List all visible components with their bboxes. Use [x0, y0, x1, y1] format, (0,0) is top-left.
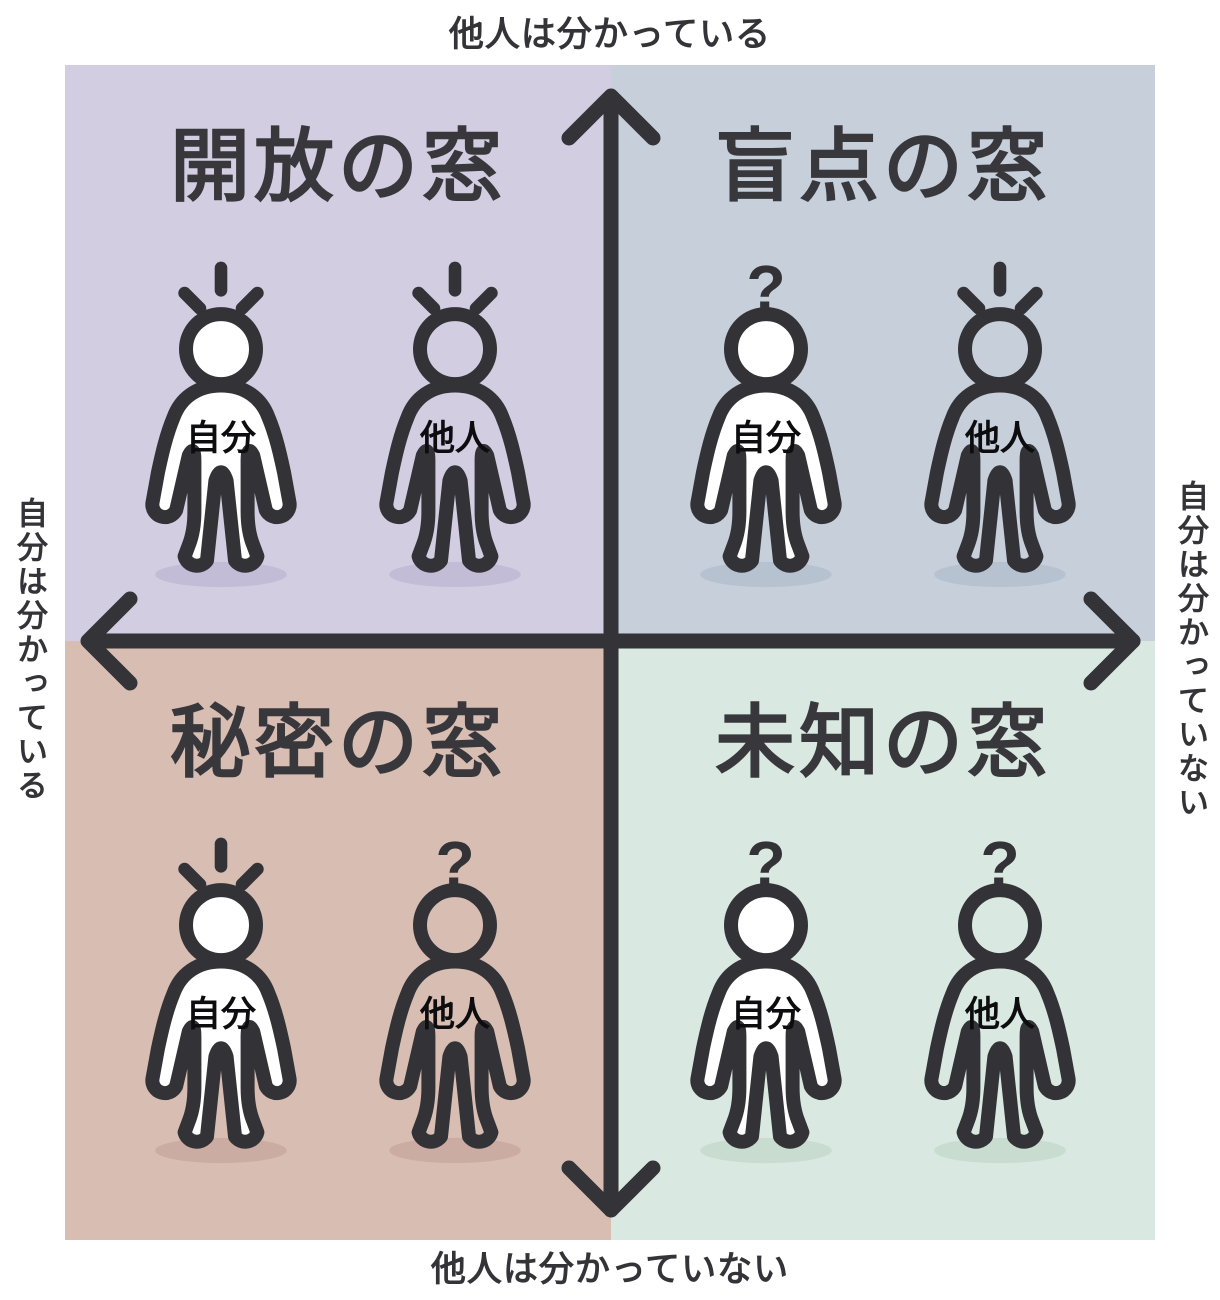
figure-row: ? 自分 ? — [123, 261, 553, 590]
axis-label-top: 他人は分かっている — [448, 15, 772, 54]
awareness-mark-icon — [957, 261, 1043, 315]
figure-shadow — [700, 1137, 832, 1164]
person-body — [690, 378, 842, 573]
person-body — [145, 378, 297, 573]
figure-shadow — [934, 1137, 1066, 1164]
figure-shadow — [700, 561, 832, 588]
awareness-mark-icon — [178, 837, 264, 891]
person-self-blind: ? 自分 — [668, 252, 864, 590]
person-body — [379, 954, 531, 1149]
person-body — [924, 954, 1076, 1149]
person-icon: ? 自分 — [690, 252, 842, 588]
person-head — [724, 883, 808, 968]
person-icon: ? 他人 — [379, 828, 531, 1164]
figure-label: 他人 — [419, 419, 491, 458]
figure-label: 自分 — [731, 419, 802, 458]
person-icon: ? 自分 — [690, 828, 842, 1164]
quadrant-blind: 盲点の窓 ? 自分 — [611, 65, 1155, 641]
person-body — [924, 378, 1076, 573]
person-self-hidden: ? 自分 — [123, 837, 319, 1166]
quadrant-title-unknown: 未知の窓 — [715, 698, 1051, 787]
person-self-open: ? 自分 — [123, 261, 319, 590]
person-body — [145, 954, 297, 1149]
figure-shadow — [155, 561, 287, 588]
person-body — [379, 378, 531, 573]
person-head — [958, 307, 1042, 392]
awareness-mark-icon — [178, 261, 264, 315]
figure-label: 他人 — [419, 995, 491, 1034]
person-head — [958, 883, 1042, 968]
figure-row: ? 自分 ? — [668, 828, 1098, 1166]
person-head — [179, 307, 263, 392]
figure-label: 自分 — [186, 995, 257, 1034]
figure-shadow — [389, 561, 521, 588]
person-head — [724, 307, 808, 392]
person-body — [690, 954, 842, 1149]
quadrant-title-hidden: 秘密の窓 — [170, 698, 506, 787]
figure-shadow — [934, 561, 1066, 588]
axis-label-right: 自分は分かっていない — [1173, 480, 1208, 820]
figure-label: 他人 — [964, 995, 1036, 1034]
person-icon: ? 自分 — [145, 261, 297, 588]
figure-row: ? 自分 ? — [668, 252, 1098, 590]
person-icon: ? 他人 — [379, 261, 531, 588]
quadrant-hidden: 秘密の窓 ? 自分 — [65, 641, 611, 1240]
person-head — [413, 307, 497, 392]
figure-label: 自分 — [186, 419, 257, 458]
quadrant-title-open: 開放の窓 — [170, 122, 506, 211]
awareness-mark-icon — [412, 261, 498, 315]
quadrant-grid: 開放の窓 ? 自分 — [65, 65, 1155, 1240]
person-icon: ? 自分 — [145, 837, 297, 1164]
figure-row: ? 自分 ? — [123, 828, 553, 1166]
person-others-blind: ? 他人 — [902, 261, 1098, 590]
quadrant-title-blind: 盲点の窓 — [715, 122, 1051, 211]
figure-shadow — [155, 1137, 287, 1164]
person-head — [179, 883, 263, 968]
person-self-unknown: ? 自分 — [668, 828, 864, 1166]
person-icon: ? 他人 — [924, 261, 1076, 588]
person-others-hidden: ? 他人 — [357, 828, 553, 1166]
person-others-unknown: ? 他人 — [902, 828, 1098, 1166]
axis-label-bottom: 他人は分かっていない — [430, 1250, 790, 1289]
quadrant-unknown: 未知の窓 ? 自分 — [611, 641, 1155, 1240]
figure-label: 自分 — [731, 995, 802, 1034]
person-others-open: ? 他人 — [357, 261, 553, 590]
person-head — [413, 883, 497, 968]
figure-shadow — [389, 1137, 521, 1164]
quadrant-open: 開放の窓 ? 自分 — [65, 65, 611, 641]
figure-label: 他人 — [964, 419, 1036, 458]
axis-label-left: 自分は分かっている — [12, 497, 47, 803]
person-icon: ? 他人 — [924, 828, 1076, 1164]
